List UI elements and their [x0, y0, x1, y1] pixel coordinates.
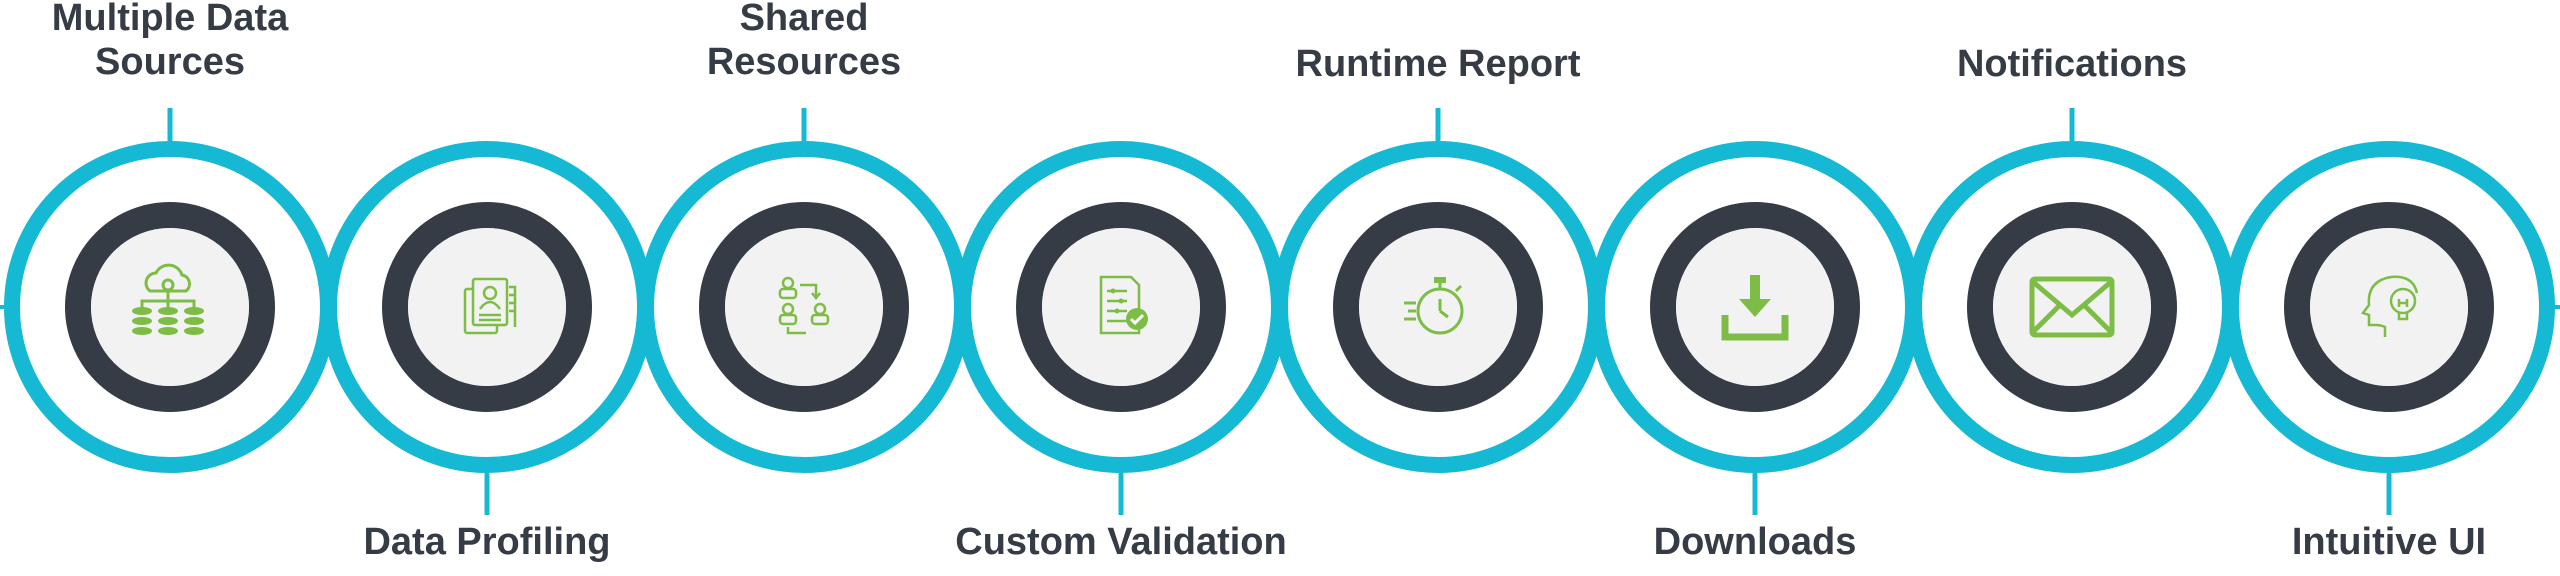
feature-label: Custom Validation — [921, 520, 1321, 564]
dark-ring — [2284, 202, 2494, 412]
feature-label: Intuitive UI — [2189, 520, 2560, 564]
feature-label-line: Shared — [739, 0, 869, 39]
dark-ring — [1650, 202, 1860, 412]
inner-disc — [1993, 228, 2151, 386]
feature-label-line: Resources — [706, 41, 902, 83]
download-icon — [1721, 275, 1789, 341]
feature-label-line: Custom Validation — [955, 521, 1287, 563]
feature-label-line: Sources — [95, 41, 245, 83]
feature-label: Notifications — [1872, 42, 2272, 86]
feature-label: Runtime Report — [1238, 42, 1638, 86]
database-cloud-icon — [132, 263, 204, 335]
stopwatch-icon — [1404, 277, 1464, 335]
inner-disc — [1042, 228, 1200, 386]
inner-disc — [91, 228, 249, 386]
feature-label-line: Runtime Report — [1295, 43, 1581, 85]
inner-disc — [1359, 228, 1517, 386]
feature-label-line: Downloads — [1653, 521, 1857, 563]
head-lightbulb-icon — [2360, 275, 2419, 337]
dark-ring — [1967, 202, 2177, 412]
feature-label-line: Data Profiling — [363, 521, 611, 563]
feature-label-line: Notifications — [1956, 43, 2188, 85]
validation-checklist-icon — [1099, 275, 1148, 335]
feature-label: Data Profiling — [287, 520, 687, 564]
envelope-icon — [2029, 276, 2115, 338]
feature-label-line: Intuitive UI — [2291, 521, 2487, 563]
profile-documents-icon — [463, 277, 517, 335]
dark-ring — [1333, 202, 1543, 412]
shared-users-icon — [778, 276, 830, 335]
inner-disc — [725, 228, 883, 386]
feature-label-line: Multiple Data — [51, 0, 289, 39]
dark-ring — [699, 202, 909, 412]
dark-ring — [65, 202, 275, 412]
dark-ring — [1016, 202, 1226, 412]
dark-ring — [382, 202, 592, 412]
feature-label: Downloads — [1555, 520, 1955, 564]
inner-disc — [2310, 228, 2468, 386]
